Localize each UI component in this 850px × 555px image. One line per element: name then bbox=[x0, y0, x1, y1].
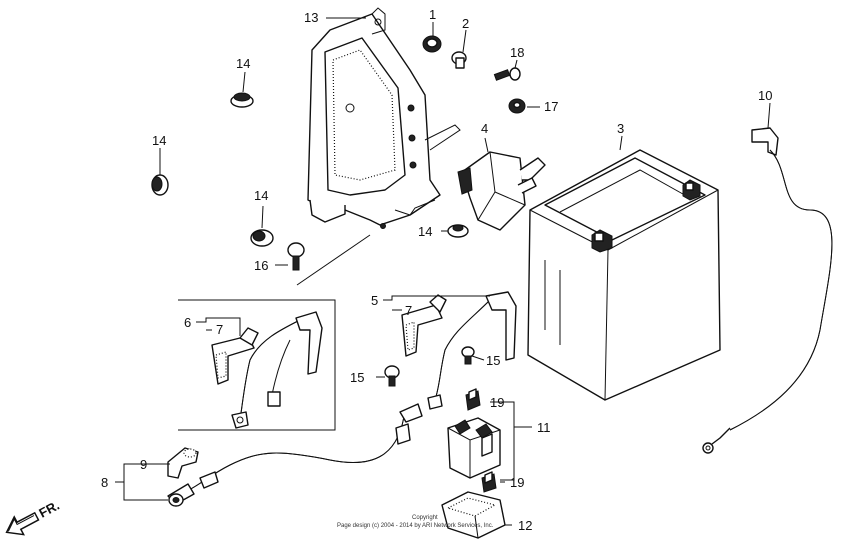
callout-7-right: 7 bbox=[405, 303, 412, 318]
callout-15-right: 15 bbox=[486, 353, 500, 368]
callout-11: 11 bbox=[537, 420, 551, 435]
callout-7-left: 7 bbox=[216, 322, 223, 337]
callout-12: 12 bbox=[518, 518, 532, 533]
fuse-19-bottom bbox=[481, 471, 497, 493]
copyright-notice: Copyright Page design (c) 2004 - 2014 by… bbox=[337, 515, 494, 529]
callout-14-right: 14 bbox=[418, 224, 432, 239]
bolt-18 bbox=[493, 67, 521, 81]
callout-5: 5 bbox=[371, 293, 378, 308]
terminal-cap bbox=[167, 447, 199, 479]
callout-14-mid: 14 bbox=[254, 188, 268, 203]
inset-panel bbox=[178, 299, 336, 431]
callout-16: 16 bbox=[254, 258, 268, 273]
bolt-15-a bbox=[384, 365, 400, 387]
starter-relay bbox=[457, 151, 546, 231]
callout-14-left: 14 bbox=[152, 133, 166, 148]
nut-17 bbox=[508, 98, 526, 114]
callouts: 13 1 2 18 17 4 3 10 14 14 14 14 16 5 7 6… bbox=[101, 7, 772, 533]
callout-3: 3 bbox=[617, 121, 624, 136]
cushion-14-left bbox=[151, 174, 169, 196]
callout-1: 1 bbox=[429, 7, 436, 22]
callout-14-top: 14 bbox=[236, 56, 250, 71]
cushion-14-mid bbox=[250, 229, 274, 247]
copyright-line2: Page design (c) 2004 - 2014 by ARI Netwo… bbox=[337, 523, 494, 529]
negative-cable bbox=[702, 127, 833, 454]
fuse-19-top bbox=[465, 388, 481, 411]
direction-label: FR. bbox=[36, 498, 62, 521]
copyright-line1: Copyright bbox=[412, 515, 438, 521]
leader-lines bbox=[115, 17, 771, 526]
callout-17: 17 bbox=[544, 99, 558, 114]
callout-9: 9 bbox=[140, 457, 147, 472]
callout-15-left: 15 bbox=[350, 370, 364, 385]
collar-2 bbox=[451, 51, 467, 69]
grommet-1 bbox=[422, 35, 442, 53]
battery-holder bbox=[307, 7, 461, 229]
battery bbox=[527, 149, 721, 401]
callout-19-top: 19 bbox=[490, 395, 504, 410]
front-direction-arrow: FR. bbox=[5, 498, 62, 536]
bolt-15-b bbox=[461, 346, 475, 365]
cushion-14-top bbox=[230, 92, 254, 108]
solenoid-cover bbox=[441, 491, 506, 539]
cushion-14-right bbox=[447, 224, 469, 238]
callout-19-bottom: 19 bbox=[510, 475, 524, 490]
callout-10: 10 bbox=[758, 88, 772, 103]
starter-solenoid bbox=[447, 417, 501, 479]
callout-4: 4 bbox=[481, 121, 488, 136]
positive-cable bbox=[401, 291, 517, 410]
callout-18: 18 bbox=[510, 45, 524, 60]
callout-2: 2 bbox=[462, 16, 469, 31]
starter-cable bbox=[167, 403, 423, 507]
callout-8: 8 bbox=[101, 475, 108, 490]
bolt-16 bbox=[287, 242, 305, 271]
callout-13: 13 bbox=[304, 10, 318, 25]
callout-6: 6 bbox=[184, 315, 191, 330]
